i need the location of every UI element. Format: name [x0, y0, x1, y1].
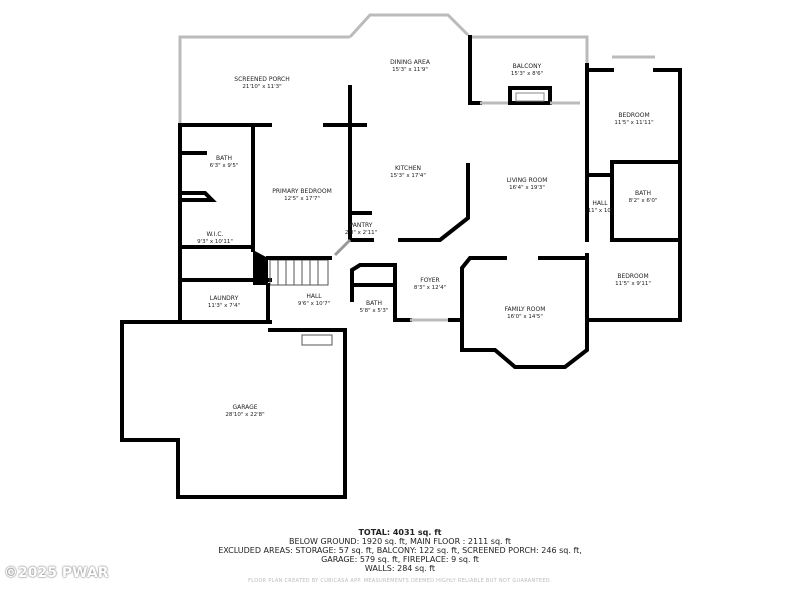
svg-text:BATH: BATH — [366, 300, 382, 307]
svg-text:LAUNDRY: LAUNDRY — [210, 295, 239, 302]
garage-steps — [301, 334, 333, 346]
fireplace — [508, 86, 552, 105]
wall — [610, 160, 682, 242]
svg-text:9'3" x 10'11": 9'3" x 10'11" — [197, 239, 233, 245]
wall — [398, 163, 470, 242]
garage-wall — [120, 320, 347, 499]
svg-text:6'3" x 9'5": 6'3" x 9'5" — [210, 163, 239, 169]
svg-text:16'4" x 19'3": 16'4" x 19'3" — [509, 185, 545, 191]
svg-text:GARAGE: GARAGE — [232, 404, 257, 411]
primary-walls — [178, 123, 272, 282]
chimney — [253, 250, 268, 285]
svg-text:SCREENED PORCH: SCREENED PORCH — [234, 76, 289, 83]
svg-text:FOYER: FOYER — [420, 277, 439, 284]
total-area: TOTAL: 4031 sq. ft — [358, 528, 442, 537]
stairs — [269, 259, 329, 286]
summary-line: WALLS: 284 sq. ft — [364, 564, 436, 573]
svg-text:5'8" x 5'3": 5'8" x 5'3" — [360, 308, 389, 314]
summary-line: EXCLUDED AREAS: STORAGE: 57 sq. ft, BALC… — [218, 546, 582, 555]
svg-text:28'10" x 22'8": 28'10" x 22'8" — [225, 412, 264, 418]
wall — [178, 191, 217, 202]
svg-text:BEDROOM: BEDROOM — [618, 112, 649, 119]
svg-text:11'3" x 7'4": 11'3" x 7'4" — [208, 303, 240, 309]
svg-text:KITCHEN: KITCHEN — [395, 165, 421, 172]
svg-text:16'0" x 14'5": 16'0" x 14'5" — [507, 314, 543, 320]
svg-text:BEDROOM: BEDROOM — [617, 273, 648, 280]
svg-text:21'10" x 11'3": 21'10" x 11'3" — [242, 84, 281, 90]
summary-line: GARAGE: 579 sq. ft, FIREPLACE: 9 sq. ft — [321, 555, 479, 564]
svg-text:15'3" x 8'6": 15'3" x 8'6" — [511, 71, 543, 77]
svg-text:15'3" x 11'9": 15'3" x 11'9" — [392, 67, 428, 73]
svg-text:11" x 10': 11" x 10' — [588, 208, 613, 214]
svg-text:15'3" x 17'4": 15'3" x 17'4" — [390, 173, 426, 179]
kitchen-wall — [348, 85, 374, 242]
svg-text:9'6" x 10'7": 9'6" x 10'7" — [298, 301, 330, 307]
svg-text:HALL: HALL — [592, 200, 608, 207]
svg-text:W.I.C.: W.I.C. — [207, 231, 224, 238]
watermark: ©2025 PWAR — [4, 565, 109, 581]
wall — [585, 68, 682, 322]
family-room-wall — [460, 256, 589, 369]
porch-wall — [178, 35, 350, 125]
svg-text:2'0" x 2'11": 2'0" x 2'11" — [345, 230, 377, 236]
svg-text:BATH: BATH — [216, 155, 232, 162]
svg-text:12'5" x 17'7": 12'5" x 17'7" — [284, 196, 320, 202]
svg-text:BALCONY: BALCONY — [513, 63, 542, 70]
balcony-wall — [468, 35, 482, 105]
svg-text:8'3" x 12'4": 8'3" x 12'4" — [414, 285, 446, 291]
balcony-rail — [470, 35, 589, 65]
svg-text:11'5" x 11'11": 11'5" x 11'11" — [614, 120, 653, 126]
dining-bay-wall — [348, 13, 470, 39]
svg-text:LIVING ROOM: LIVING ROOM — [507, 177, 548, 184]
svg-text:BATH: BATH — [635, 190, 651, 197]
wall — [333, 238, 352, 257]
svg-text:HALL: HALL — [306, 293, 322, 300]
credit-text: FLOOR PLAN CREATED BY CUBICASA APP. MEAS… — [248, 578, 552, 584]
fireplace-hearth — [515, 92, 545, 102]
area-summary: TOTAL: 4031 sq. ft BELOW GROUND: 1920 sq… — [0, 528, 800, 573]
svg-text:8'2" x 6'0": 8'2" x 6'0" — [629, 198, 658, 204]
svg-text:DINING AREA: DINING AREA — [390, 59, 431, 66]
summary-line: BELOW GROUND: 1920 sq. ft, MAIN FLOOR : … — [289, 537, 511, 546]
svg-text:11'5" x 9'11": 11'5" x 9'11" — [615, 281, 651, 287]
svg-text:FAMILY ROOM: FAMILY ROOM — [505, 306, 546, 313]
svg-text:PANTRY: PANTRY — [350, 222, 373, 229]
svg-text:PRIMARY BEDROOM: PRIMARY BEDROOM — [272, 188, 332, 195]
